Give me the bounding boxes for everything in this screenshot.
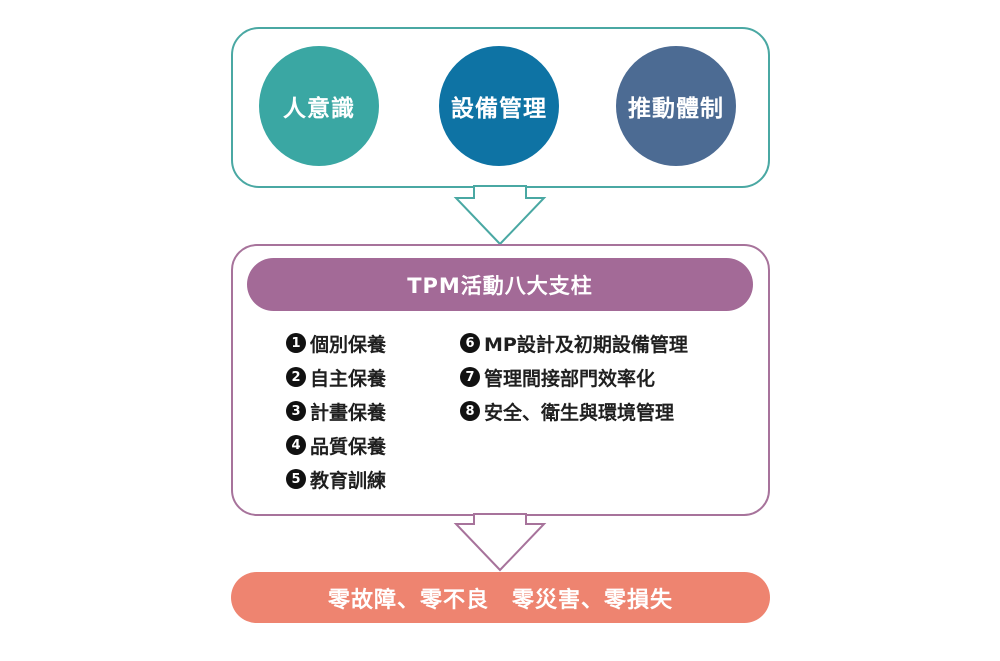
pillar-item-2: 2 自主保養 bbox=[286, 364, 386, 390]
pillar-item-label: 管理間接部門效率化 bbox=[484, 367, 656, 390]
pillar-item-label: 品質保養 bbox=[310, 435, 387, 458]
number-badge-2: 2 bbox=[286, 367, 306, 387]
number-badge-6: 6 bbox=[460, 333, 480, 353]
circle-promotion-system: 推動體制 bbox=[616, 46, 736, 166]
pillar-item-label: 教育訓練 bbox=[310, 469, 387, 492]
circle-human-awareness: 人意識 bbox=[259, 46, 379, 166]
pillar-item-label: MP設計及初期設備管理 bbox=[484, 333, 688, 356]
circle-label: 推動體制 bbox=[628, 96, 724, 122]
number-badge-8: 8 bbox=[460, 401, 480, 421]
number-badge-5: 5 bbox=[286, 469, 306, 489]
pillars-title: TPM活動八大支柱 bbox=[247, 258, 753, 311]
pillar-item-6: 6 MP設計及初期設備管理 bbox=[460, 330, 688, 356]
circle-label: 人意識 bbox=[283, 96, 355, 122]
pillar-item-label: 計畫保養 bbox=[310, 401, 387, 424]
circle-label: 設備管理 bbox=[451, 96, 547, 122]
circle-equipment-management: 設備管理 bbox=[439, 46, 559, 166]
pillar-item-1: 1 個別保養 bbox=[286, 330, 386, 356]
pillar-item-4: 4 品質保養 bbox=[286, 432, 386, 458]
pillar-item-label: 自主保養 bbox=[310, 367, 387, 390]
pillar-item-label: 個別保養 bbox=[310, 333, 387, 356]
number-badge-7: 7 bbox=[460, 367, 480, 387]
pillar-item-7: 7 管理間接部門效率化 bbox=[460, 364, 655, 390]
pillars-title-text: TPM活動八大支柱 bbox=[407, 273, 593, 298]
pillar-item-8: 8 安全、衛生與環境管理 bbox=[460, 398, 674, 424]
pillar-item-3: 3 計畫保養 bbox=[286, 398, 386, 424]
number-badge-3: 3 bbox=[286, 401, 306, 421]
pillar-item-5: 5 教育訓練 bbox=[286, 466, 386, 492]
pillar-item-label: 安全、衛生與環境管理 bbox=[484, 401, 675, 424]
number-badge-1: 1 bbox=[286, 333, 306, 353]
result-bar: 零故障、零不良 零災害、零損失 bbox=[231, 572, 770, 623]
result-text: 零故障、零不良 零災害、零損失 bbox=[327, 587, 673, 613]
number-badge-4: 4 bbox=[286, 435, 306, 455]
